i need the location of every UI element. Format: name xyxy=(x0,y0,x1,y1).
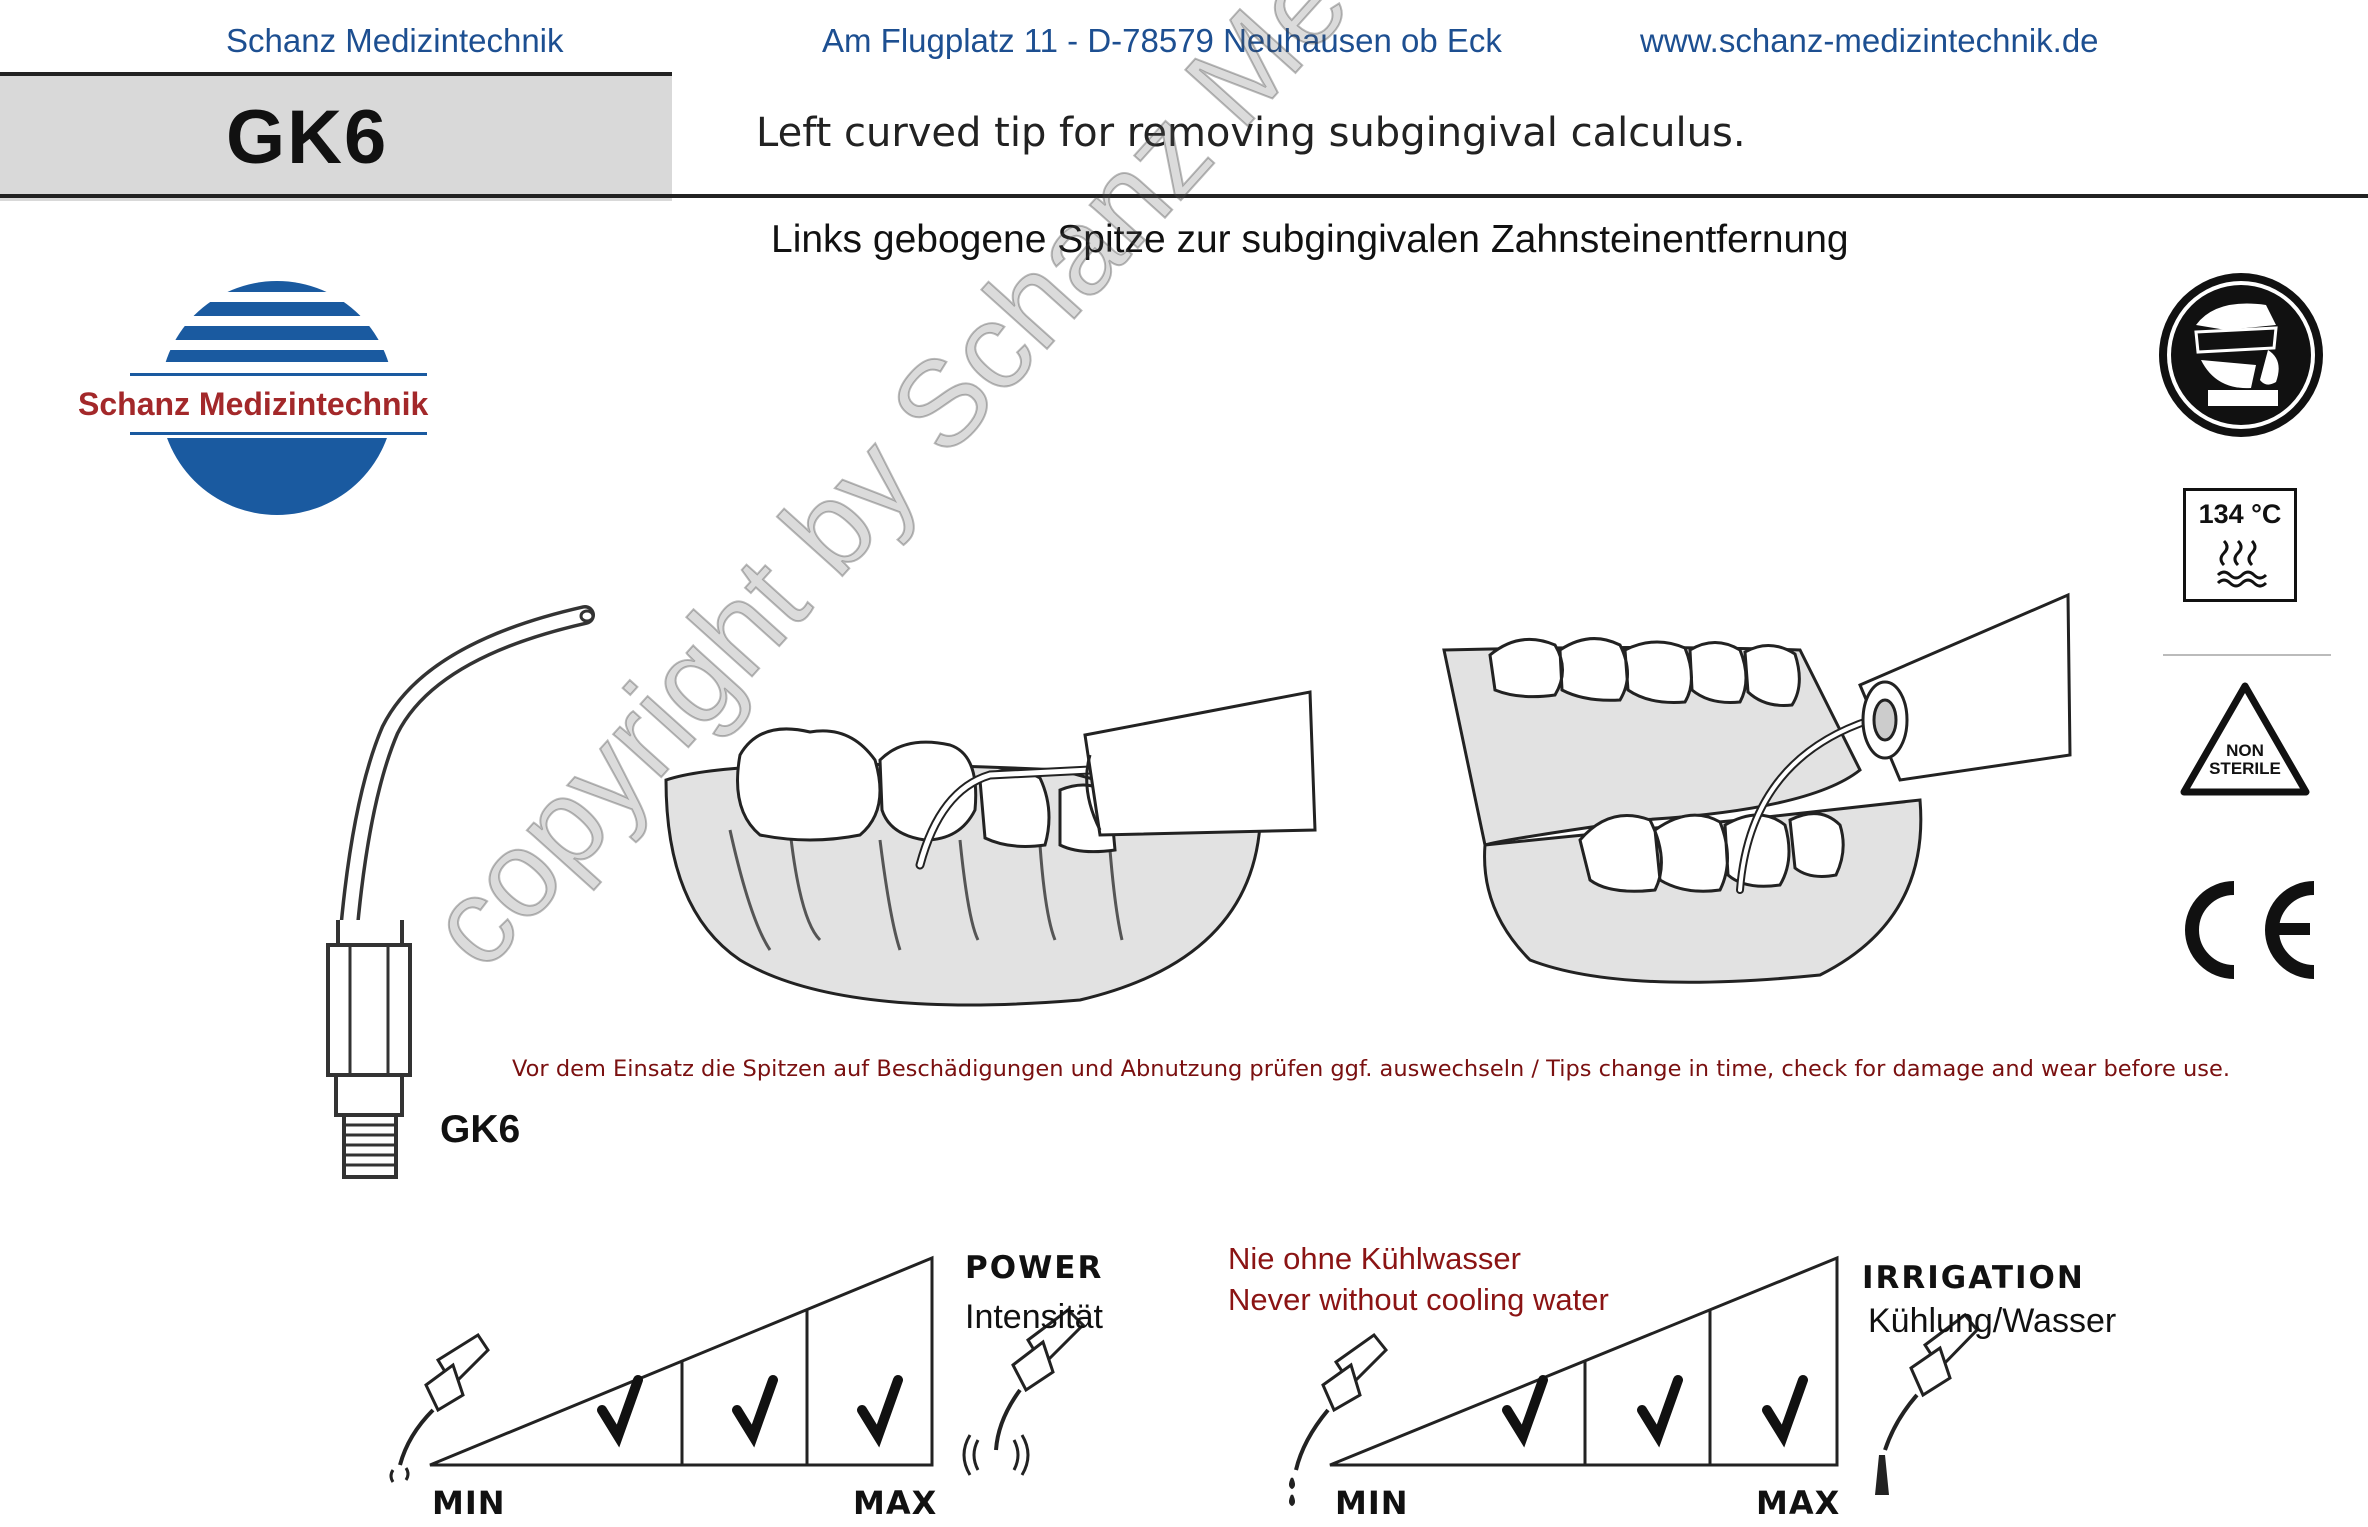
irrigation-max-handpiece-icon xyxy=(1875,1312,1979,1495)
power-subtitle: Intensität xyxy=(965,1298,1103,1336)
non-sterile-text: NON STERILE xyxy=(2209,741,2281,778)
power-check-1 xyxy=(597,1375,643,1448)
irrigation-warning: Nie ohne Kühlwasser Never without coolin… xyxy=(1228,1238,1609,1320)
irrigation-warning-en: Never without cooling water xyxy=(1228,1282,1609,1317)
header-website[interactable]: www.schanz-medizintechnik.de xyxy=(1640,22,2099,59)
irrigation-min-handpiece-icon xyxy=(1289,1332,1389,1507)
protective-gear-icon xyxy=(2159,273,2323,437)
usage-notice: Vor dem Einsatz die Spitzen auf Beschädi… xyxy=(512,1056,2230,1082)
description-english: Left curved tip for removing subgingival… xyxy=(756,110,1746,156)
logo-text: Schanz Medizintechnik xyxy=(78,386,429,422)
description-german: Links gebogene Spitze zur subgingivalen … xyxy=(771,218,1849,261)
header-divider-left xyxy=(0,194,672,198)
power-max-label: MAX xyxy=(853,1484,938,1522)
ce-mark-icon xyxy=(2185,881,2315,979)
product-code: GK6 xyxy=(226,95,389,180)
power-min-handpiece-icon xyxy=(389,1332,490,1483)
sterilize-134c-icon: 134 °C xyxy=(2183,488,2297,602)
irrigation-scale-chart xyxy=(1329,1255,1839,1467)
irrigation-check-3 xyxy=(1762,1375,1808,1448)
tip-label: GK6 xyxy=(440,1108,521,1151)
irrigation-min-label: MIN xyxy=(1335,1484,1409,1522)
full-jaw-illustration xyxy=(1442,592,2072,984)
irrigation-check-2 xyxy=(1637,1375,1683,1448)
symbols-divider xyxy=(2163,654,2331,656)
lower-jaw-illustration xyxy=(664,690,1317,1007)
irrigation-check-1 xyxy=(1502,1375,1548,1448)
irrigation-warning-de: Nie ohne Kühlwasser xyxy=(1228,1241,1521,1276)
power-check-3 xyxy=(857,1375,903,1448)
power-min-label: MIN xyxy=(432,1484,506,1522)
logo-globe-icon xyxy=(130,281,427,515)
header-divider-right xyxy=(672,194,2368,198)
power-scale-chart xyxy=(429,1255,934,1467)
product-code-box xyxy=(0,72,672,201)
irrigation-max-label: MAX xyxy=(1756,1484,1841,1522)
power-title: POWER xyxy=(965,1250,1104,1286)
gk6-tip-illustration xyxy=(326,605,595,1179)
power-check-2 xyxy=(732,1375,778,1448)
irrigation-subtitle: Kühlung/Wasser xyxy=(1868,1302,2117,1340)
company-logo: Schanz Medizintechnik xyxy=(75,278,480,518)
power-max-handpiece-icon xyxy=(962,1308,1086,1476)
header-address: Am Flugplatz 11 - D-78579 Neuhausen ob E… xyxy=(822,22,1502,59)
non-sterile-icon xyxy=(2180,682,2310,796)
irrigation-title: IRRIGATION xyxy=(1862,1260,2085,1296)
steam-lines-icon xyxy=(2216,539,2268,588)
header-company: Schanz Medizintechnik xyxy=(226,22,564,59)
